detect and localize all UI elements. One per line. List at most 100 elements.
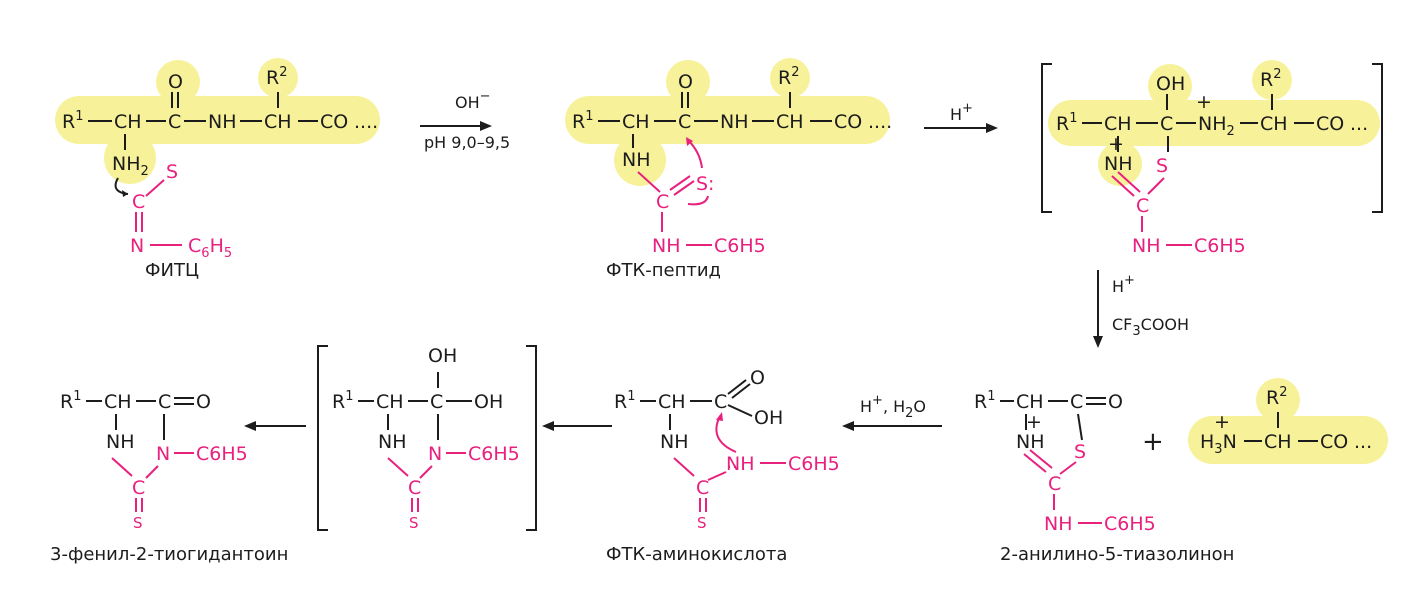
svg-text:O: O [1108,391,1123,413]
svg-text:NH: NH [720,111,749,133]
svg-text:O: O [750,367,765,389]
svg-text:R1: R1 [62,109,83,133]
reaction-arrow-2: H+ [924,101,998,133]
svg-text:NH: NH [1132,235,1161,257]
svg-text:+: + [1026,411,1042,433]
reaction-arrow-1: OH− pH 9,0–9,5 [420,89,510,152]
svg-text:R1: R1 [974,389,995,413]
svg-text:S: S [133,514,143,532]
svg-text:C6H5: C6H5 [1104,513,1156,535]
reaction-arrow-5 [542,421,612,431]
svg-text:C6H5: C6H5 [714,235,766,257]
svg-text:CH: CH [658,391,686,413]
hydroxy-intermediate-structure: R1 CH C OH OH NH N C6H5 C S [317,345,537,532]
reaction-arrow-4: H+, H2O [842,393,942,431]
svg-text:NH: NH [1104,153,1133,175]
svg-text:C: C [678,111,691,133]
svg-text:C: C [158,391,171,413]
svg-text:NH: NH [1016,431,1045,453]
svg-text:C: C [1048,473,1061,495]
shortened-peptide-structure: H3N + CH R2 CO ... [1188,378,1388,464]
svg-text:S: S [166,161,178,183]
svg-text:R2: R2 [778,65,799,89]
svg-text:C: C [168,111,181,133]
svg-text:NH: NH [660,431,689,453]
svg-text:R1: R1 [332,389,353,413]
ftk-peptide-structure: R1 CH C O NH CH R2 CO .... NH C S: NH C6… [565,58,892,281]
svg-text:CH: CH [776,111,804,133]
intermediate-structure: R1 CH C OH + NH2 CH R2 CO ... + NH S C N… [1041,60,1383,257]
reaction-arrow-6 [244,421,306,431]
svg-text:C: C [132,477,145,499]
svg-text:CH: CH [1104,113,1132,135]
svg-text:C: C [408,477,421,499]
svg-text:OH: OH [754,407,783,429]
svg-text:...: ... [1350,113,1368,135]
svg-text:NH2: NH2 [112,153,149,179]
svg-text:O: O [168,71,183,93]
thiazolinone-structure: R1 CH C O + NH S C NH C6H5 2-анилино-5-т… [974,389,1234,565]
fitc-peptide-structure: R1 CH C O NH CH R2 CO .... NH2 C S N C6H… [55,58,380,281]
svg-text:C6H5: C6H5 [188,235,232,261]
svg-text:H3N: H3N [1200,431,1237,457]
peptide-highlight [55,58,380,184]
svg-text:OH: OH [474,391,503,413]
svg-text:..: .. [726,451,738,473]
svg-text:N: N [130,235,144,257]
svg-text:S: S [1074,441,1086,463]
svg-text:R2: R2 [1266,385,1287,409]
svg-text:CO: CO [1320,431,1348,453]
svg-text:NH: NH [726,453,755,475]
svg-text:H+: H+ [1112,273,1135,296]
svg-text:....: .... [868,111,892,133]
svg-text:R1: R1 [614,389,635,413]
phenylthiohydantoin-label: 3-фенил-2-тиогидантоин [50,544,288,565]
svg-text:pH 9,0–9,5: pH 9,0–9,5 [424,133,510,152]
svg-text:CH: CH [1016,391,1044,413]
fitc-label: ФИТЦ [145,260,199,281]
svg-text:C6H5: C6H5 [788,453,840,475]
svg-text:C: C [656,191,669,213]
svg-text:C: C [132,191,145,213]
svg-text:C: C [1136,195,1149,217]
svg-text:NH: NH [652,235,681,257]
svg-text:NH: NH [378,431,407,453]
svg-text:S: S [697,514,707,532]
ftk-amino-acid-label: ФТК-аминокислота [606,544,787,565]
svg-text:C: C [430,391,443,413]
svg-text:C6H5: C6H5 [468,443,520,465]
svg-text:CH: CH [1260,113,1288,135]
ch-group: CH [114,111,142,133]
svg-text:C: C [1070,391,1083,413]
svg-text:NH2: NH2 [1198,113,1235,139]
svg-text:CF3COOH: CF3COOH [1112,315,1189,339]
svg-text:CH: CH [104,391,132,413]
ftk-peptide-label: ФТК-пептид [606,260,721,281]
svg-text:C: C [1160,113,1173,135]
svg-text:N: N [156,443,170,465]
svg-text:NH: NH [208,111,237,133]
svg-text:OH: OH [1156,73,1185,95]
svg-text:NH: NH [106,431,135,453]
svg-text:O: O [196,391,211,413]
svg-text:NH: NH [622,149,651,171]
svg-text:R2: R2 [1260,67,1281,91]
svg-text:C6H5: C6H5 [196,443,248,465]
svg-text:CO: CO [1316,113,1344,135]
svg-text:+: + [1214,411,1230,433]
svg-text:R1: R1 [60,389,81,413]
svg-text:S: S [1156,155,1168,177]
plus-sign: + [1142,427,1164,457]
svg-text:H+: H+ [950,101,973,124]
phenylthiohydantoin-structure: R1 CH C O NH N C6H5 C S 3-фенил-2-тиогид… [50,389,288,565]
svg-text:C: C [714,391,727,413]
svg-text:S: S [409,514,419,532]
svg-text:...: ... [1354,431,1372,453]
ftk-amino-acid-structure: R1 CH C O OH NH .. NH C6H5 C S ФТК-амино… [606,367,840,565]
svg-text:OH−: OH− [455,89,491,112]
svg-text:+: + [1108,133,1124,155]
svg-text:CH: CH [1264,431,1292,453]
svg-text:CO: CO [834,111,862,133]
svg-text:C: C [696,477,709,499]
